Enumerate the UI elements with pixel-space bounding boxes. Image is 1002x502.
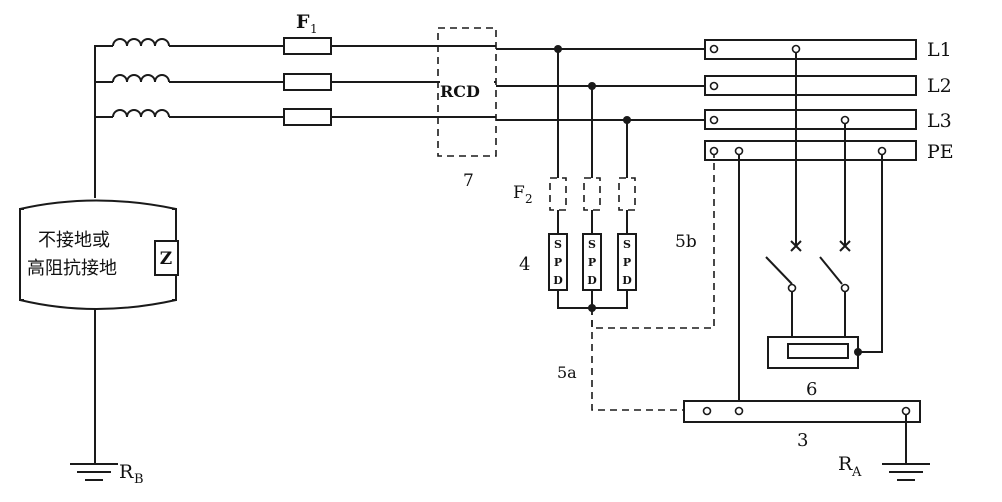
ra-label: R <box>838 453 853 475</box>
connection-5a-label: 5a <box>557 363 577 382</box>
impedance-label: Z <box>160 249 172 269</box>
junction-dot-l1 <box>554 45 562 53</box>
rcd-label: RCD <box>440 82 480 101</box>
busbar-l3 <box>704 109 917 130</box>
busbar-pe <box>704 140 917 161</box>
phase-lines-to-busbars <box>496 48 712 121</box>
spd-2-letter-s: S <box>588 238 596 251</box>
spd-number: 4 <box>519 254 530 275</box>
spd-unit-1: S P D <box>548 233 568 291</box>
source-note-line1: 不接地或 <box>38 230 110 251</box>
fuse-f1-label: F <box>296 11 310 33</box>
impedance-box <box>154 240 179 276</box>
busbar-l2-label: L2 <box>927 75 952 97</box>
load-wires <box>795 53 846 246</box>
spd-unit-3: S P D <box>617 233 637 291</box>
connection-5a <box>591 308 704 411</box>
spd-fuses-f2 <box>549 177 636 211</box>
spd-2-letter-d: D <box>587 274 597 287</box>
earth-bar-number: 3 <box>797 430 808 451</box>
load-terminals-wires <box>791 155 883 353</box>
busbar-l2 <box>704 75 917 96</box>
busbar-l1 <box>704 39 917 60</box>
transformer-windings <box>112 38 170 118</box>
fuse-f2-label: F <box>513 183 525 203</box>
spd-connecting-wires <box>557 210 628 234</box>
fuse-f2-subscript: 2 <box>525 192 533 206</box>
rcd-number: 7 <box>463 171 474 191</box>
ra-subscript: A <box>851 465 862 480</box>
rcd-box <box>437 27 497 157</box>
spd-3-letter-p: P <box>623 256 631 269</box>
connection-5b-label: 5b <box>675 232 697 252</box>
earth-bar-terminals <box>702 406 911 416</box>
rb-label: R <box>119 461 134 483</box>
spd-1-letter-d: D <box>553 274 563 287</box>
rb-subscript: B <box>134 472 144 487</box>
spd-2-letter-p: P <box>588 256 596 269</box>
spd-tap-wires <box>557 49 628 178</box>
earth-terminal-bar <box>683 400 921 423</box>
spd-3-letter-d: D <box>622 274 632 287</box>
busbars <box>704 39 917 161</box>
source-note-line2: 高阻抗接地 <box>27 258 117 279</box>
equipment-number: 6 <box>806 379 817 400</box>
junction-dot-l2 <box>588 82 596 90</box>
phase-lines-to-fuses <box>169 45 284 118</box>
fuse-f1-subscript: 1 <box>310 22 318 36</box>
spd-1-letter-p: P <box>554 256 562 269</box>
ground-ra-icon <box>882 463 930 481</box>
ground-rb-icon <box>70 463 118 481</box>
busbar-l1-label: L1 <box>927 39 952 61</box>
neutral-star-wire <box>94 45 113 198</box>
connection-5b <box>591 155 715 329</box>
busbar-pe-label: PE <box>927 141 954 163</box>
equipment-6-inner <box>787 343 849 359</box>
spd-3-letter-s: S <box>623 238 631 251</box>
spd-1-letter-s: S <box>554 238 562 251</box>
junction-dot-l3 <box>623 116 631 124</box>
main-fuses-f1 <box>283 37 332 126</box>
switch-contacts <box>765 240 851 293</box>
busbar-l3-label: L3 <box>927 110 952 132</box>
busbar-terminals <box>709 44 887 156</box>
equipment-6-pe-dot <box>854 348 862 356</box>
spd-unit-2: S P D <box>582 233 602 291</box>
